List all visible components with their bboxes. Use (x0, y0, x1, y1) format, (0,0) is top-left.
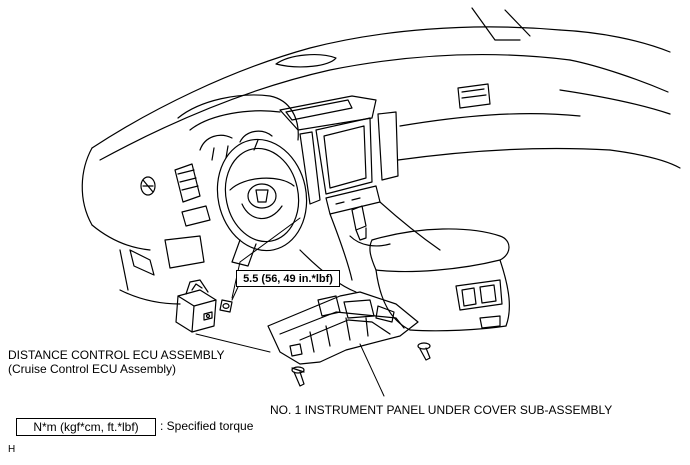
leader-lines (195, 217, 385, 397)
torque-spec-box: 5.5 (56, 49 in.*lbf) (236, 270, 340, 287)
dash-left-side (81, 147, 211, 291)
bolt-right (417, 342, 431, 361)
dash-top (91, 7, 671, 161)
cover-label: NO. 1 INSTRUMENT PANEL UNDER COVER SUB-A… (270, 403, 613, 417)
corner-code: H (8, 444, 16, 455)
ecu-nut (219, 299, 233, 313)
legend-description: : Specified torque (160, 419, 254, 433)
bolt-left (291, 366, 305, 387)
legend-torque-box: N*m (kgf*cm, ft.*lbf) (16, 418, 156, 436)
center-stack (279, 95, 399, 215)
under-cover-panel (267, 291, 419, 365)
instrument-cluster (177, 94, 299, 161)
ecu-label-line1: DISTANCE CONTROL ECU ASSEMBLY (8, 348, 225, 362)
shift-console (329, 201, 441, 281)
dash-right-side (397, 83, 681, 169)
ecu-label-line2: (Cruise Control ECU Assembly) (8, 362, 177, 376)
steering-wheel (216, 138, 308, 267)
ecu-assembly (175, 279, 217, 333)
armrest-console (369, 228, 510, 332)
